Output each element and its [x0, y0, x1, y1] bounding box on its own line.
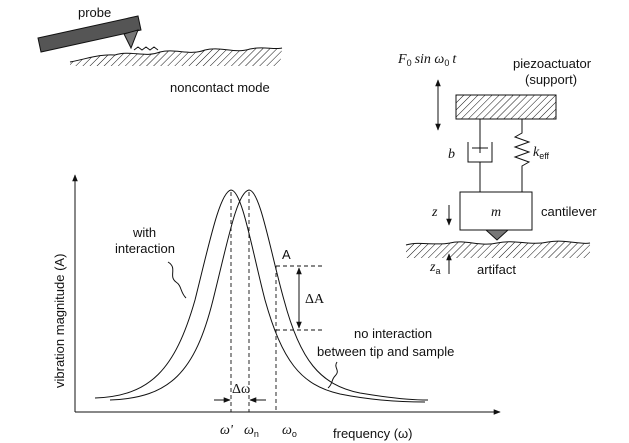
- spring: [513, 119, 531, 192]
- spring-label: keff: [533, 145, 550, 161]
- support-label-2: (support): [525, 72, 577, 87]
- probe-interaction-zigzag: [133, 46, 159, 51]
- za-label: za: [429, 260, 440, 276]
- z-label: z: [431, 205, 438, 220]
- delta-omega-label: Δω: [232, 382, 250, 397]
- curve-with-interaction: [94, 189, 426, 403]
- support-label-1: piezoactuator: [513, 56, 592, 71]
- omega-prime-label: ω': [220, 423, 234, 438]
- no-interaction-label-2: between tip and sample: [317, 344, 454, 359]
- artifact-label: artifact: [477, 262, 516, 277]
- probe-beam: [37, 15, 142, 53]
- no-interaction-pointer: [327, 361, 338, 389]
- no-interaction-label-1: no interaction: [354, 326, 432, 341]
- artifact-surface: [406, 241, 590, 258]
- A-label: A: [282, 247, 291, 262]
- with-interaction-label-2: interaction: [115, 241, 175, 256]
- damper: [467, 119, 493, 192]
- noncontact-mode-label: noncontact mode: [170, 80, 270, 95]
- omega-o-label: ωo: [282, 423, 297, 439]
- cantilever-label: cantilever: [541, 204, 597, 219]
- with-interaction-label-1: with: [132, 225, 156, 240]
- x-axis-label: frequency (ω): [333, 426, 413, 441]
- piezoactuator-support: [455, 94, 557, 120]
- probe-tip: [123, 29, 139, 50]
- deltaA-label: ΔA: [305, 292, 325, 307]
- noncontact-mode-illustration: probe noncontact mode: [37, 5, 283, 95]
- curve-no-interaction: [109, 189, 429, 401]
- omega-n-label: ωn: [244, 423, 259, 439]
- mass-label: m: [491, 205, 501, 220]
- resonance-plot: vibration magnitude (A) frequency (ω) A …: [52, 174, 501, 441]
- probe-label: probe: [78, 5, 111, 20]
- with-interaction-pointer: [167, 261, 187, 299]
- sample-surface: [70, 47, 282, 66]
- cantilever-mass: [459, 191, 533, 231]
- damper-label: b: [448, 147, 455, 162]
- y-axis-label: vibration magnitude (A): [52, 254, 67, 388]
- cantilever-tip: [484, 229, 510, 241]
